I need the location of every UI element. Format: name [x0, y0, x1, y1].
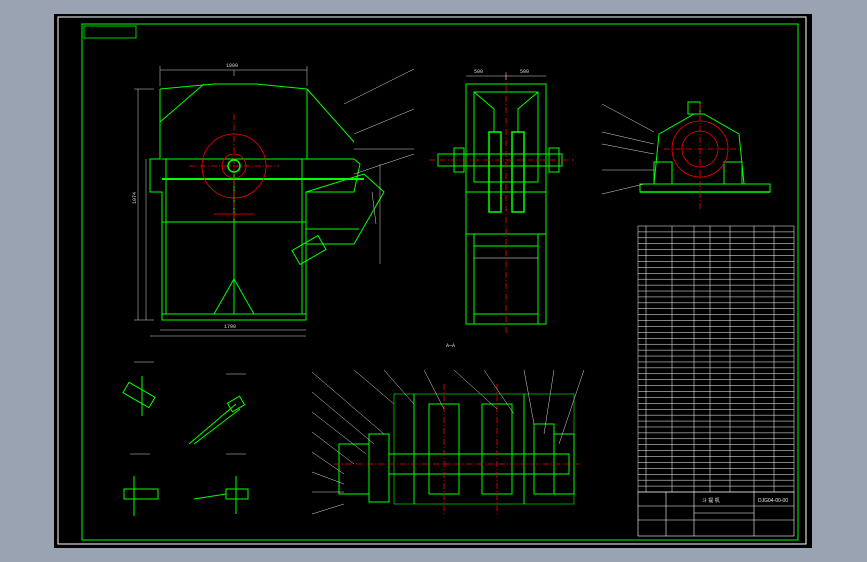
- side-dim-top-right: 500: [520, 69, 529, 75]
- section-view-centerlines: [334, 384, 579, 514]
- sheet-inner-border: [81, 23, 799, 541]
- bearing-detail-view: [639, 101, 771, 193]
- detail-part-labels: [130, 361, 246, 455]
- front-view-dimensions: [134, 66, 415, 337]
- side-dim-top-left: 500: [474, 69, 483, 75]
- front-dim-top: 1800: [226, 63, 238, 69]
- sheet-outer-frame: [57, 16, 807, 545]
- title-block: [637, 491, 795, 537]
- parts-list-table: [637, 225, 795, 493]
- front-dim-bottom: 1700: [224, 324, 236, 330]
- bearing-leaders: [601, 103, 655, 195]
- title-block-drawing-number: DJG04-00-00: [758, 498, 788, 504]
- side-view-centerlines: [429, 74, 574, 334]
- head-pulley-hub: [227, 159, 241, 173]
- cad-drawing: 1800 1074 1700 500 500: [57, 16, 807, 545]
- section-view: [338, 393, 575, 505]
- front-dim-left: 1074: [132, 192, 138, 204]
- corner-tag-box: [83, 25, 137, 39]
- bearing-centerlines: [664, 104, 739, 209]
- front-view-centerlines: [189, 114, 279, 219]
- section-leaders: [311, 369, 585, 515]
- cad-viewport[interactable]: 1800 1074 1700 500 500: [54, 14, 812, 548]
- detail-parts: [122, 376, 249, 516]
- side-view: [437, 83, 563, 325]
- side-view-dimensions: [466, 72, 546, 80]
- section-label: A—A: [446, 343, 455, 349]
- title-block-title: 斗 提 机: [702, 497, 720, 504]
- front-view: [149, 83, 385, 321]
